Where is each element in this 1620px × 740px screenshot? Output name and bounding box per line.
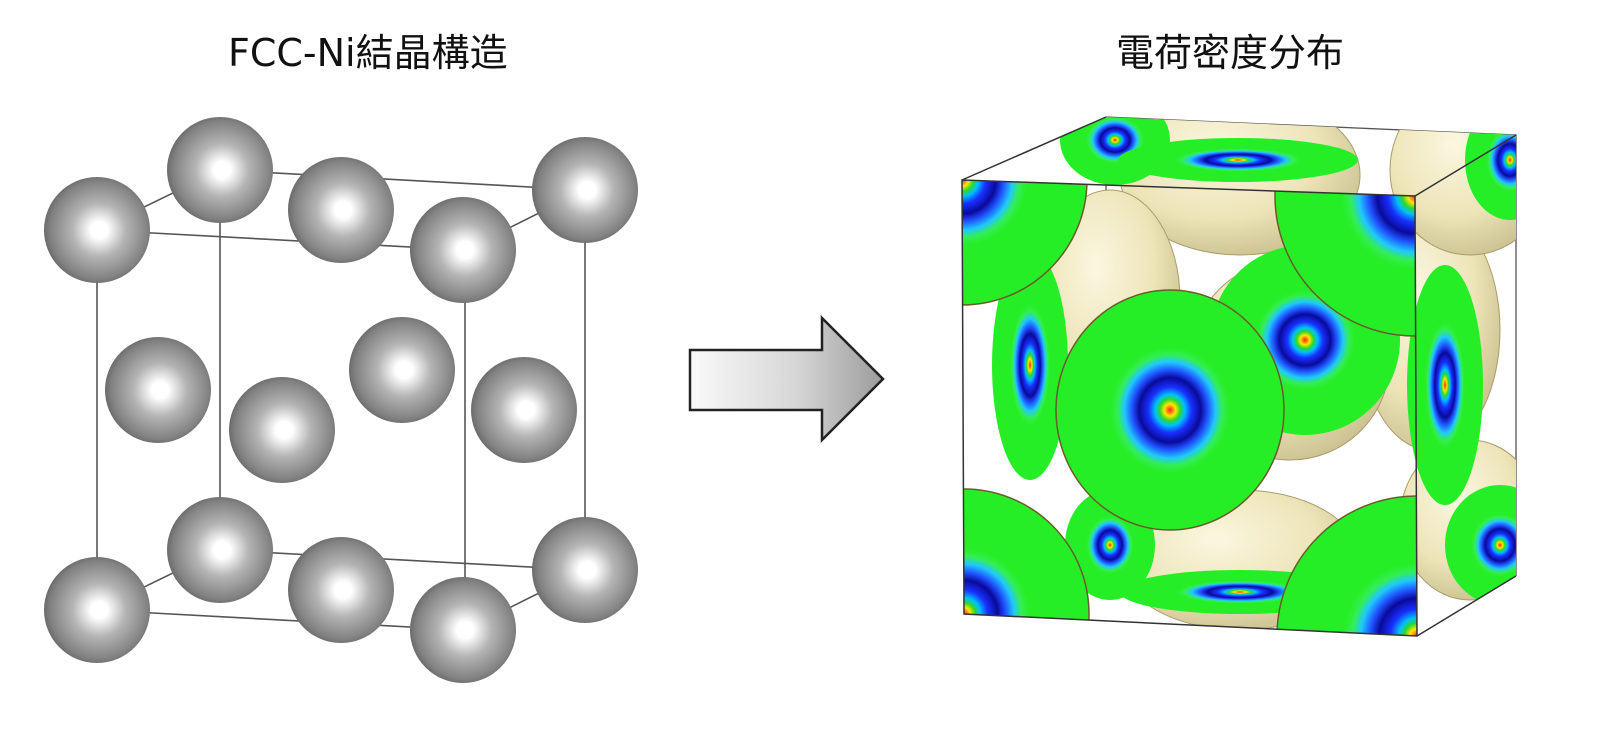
ni-atom-bottom-front-left (44, 557, 150, 663)
charge-density-title: 電荷密度分布 (1116, 31, 1345, 75)
slice-corner-front-top-left (962, 180, 1088, 306)
cube-front-edges (961, 116, 1517, 637)
ni-atom-top-back-right (532, 137, 638, 243)
slice-corner-front-bottom-right (1276, 495, 1417, 636)
ni-atom-bottom-back-left (167, 497, 273, 603)
fcc-unit-cell (44, 117, 638, 683)
slice-front-face-center (1055, 289, 1285, 531)
slice-top-face-center (1118, 138, 1358, 182)
ni-atom-left-face-center (105, 337, 211, 443)
ni-atom-top-front-right (410, 197, 516, 303)
slice-corner-bottom-right-back (1445, 485, 1516, 605)
ni-atom-top-back-left (167, 117, 273, 223)
charge-density-cube (961, 116, 1517, 637)
nickel-atoms (44, 117, 638, 683)
ni-atom-bottom-front-right (410, 577, 516, 683)
right-arrow-icon (688, 314, 885, 444)
ni-atom-bottom-face-center (288, 537, 394, 643)
ni-atom-front-face-center (229, 377, 335, 483)
crystal-structure-title: FCC-Ni結晶構造 (228, 31, 508, 75)
ni-atom-right-face-center (471, 357, 577, 463)
ni-atom-back-face-center (349, 317, 455, 423)
ni-atom-top-front-left (44, 177, 150, 283)
ni-atom-bottom-back-right (532, 517, 638, 623)
slice-right-face-center (1407, 265, 1483, 505)
slice-left-face-center (992, 250, 1068, 480)
slice-corner-top-right-back (1465, 117, 1516, 220)
ni-atom-top-face-center (288, 157, 394, 263)
